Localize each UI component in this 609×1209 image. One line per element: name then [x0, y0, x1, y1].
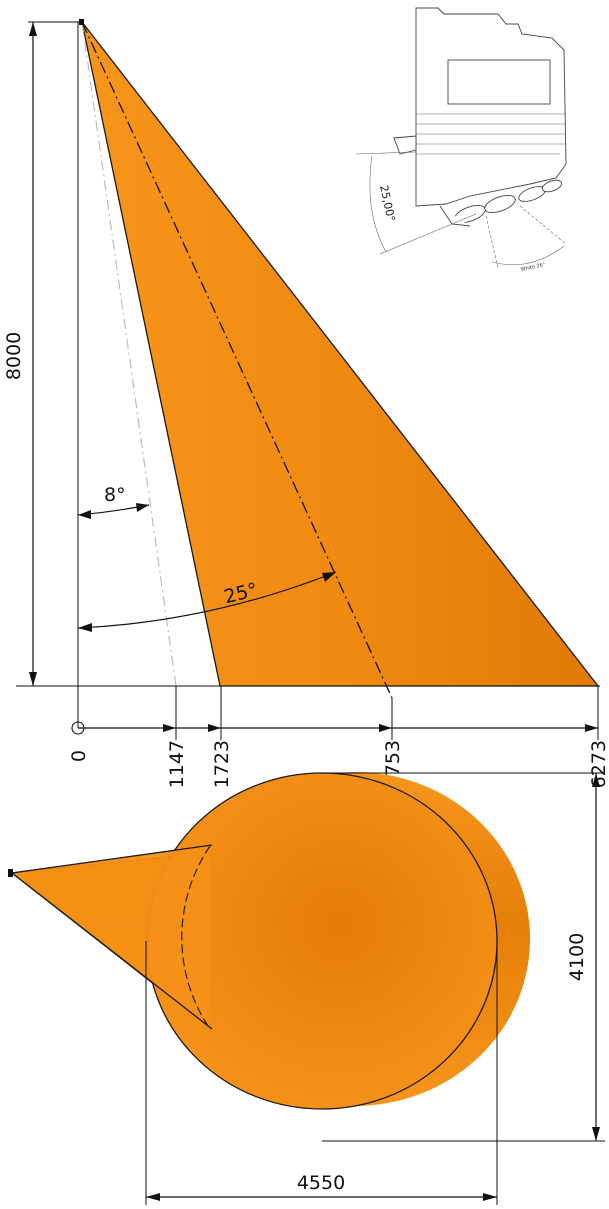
reference-8-deg-line	[81, 21, 177, 687]
beam-axis-line	[81, 21, 393, 699]
beam-cone-overlay	[12, 846, 210, 1028]
fixture-detail-drawing	[355, 7, 567, 269]
height-label: 8000	[3, 332, 25, 380]
detail-beam-label: White 26°	[520, 262, 546, 273]
x-arrow-6273	[585, 724, 598, 732]
angle-8-arrow-left	[78, 510, 91, 519]
top-width-label: 4550	[297, 1172, 345, 1194]
x-tick-0: 0	[68, 750, 90, 762]
top-source-marker	[8, 869, 13, 877]
top-width-arrow-right	[483, 1193, 497, 1201]
angle-8-label: 8°	[104, 484, 126, 506]
detail-angle-label: 25,00°	[377, 184, 397, 223]
x-tick-6273: 6273	[588, 740, 609, 788]
x-arrow-1147	[163, 724, 176, 732]
height-arrow-top	[29, 22, 37, 36]
hidden-circle-edge	[181, 845, 211, 1030]
top-height-arrow-bottom	[592, 1127, 600, 1141]
cone-edge-upper-top	[11, 844, 213, 874]
x-tick-1723: 1723	[211, 740, 233, 788]
cone-edge-lower-top	[11, 872, 213, 1030]
angle-8-arrow-right	[136, 503, 149, 512]
top-height-arrow-top	[592, 773, 600, 787]
angle-25-arc	[77, 571, 337, 629]
x-tick-1147: 1147	[166, 740, 188, 788]
height-arrow-bottom	[29, 672, 37, 686]
x-arrow-1723	[208, 724, 221, 732]
angle-25-arrow-right	[322, 572, 336, 582]
top-width-arrow-left	[146, 1193, 160, 1201]
x-arrow-3753	[379, 724, 392, 732]
angle-25-arrow-left	[78, 623, 92, 632]
top-height-label: 4100	[566, 933, 588, 981]
